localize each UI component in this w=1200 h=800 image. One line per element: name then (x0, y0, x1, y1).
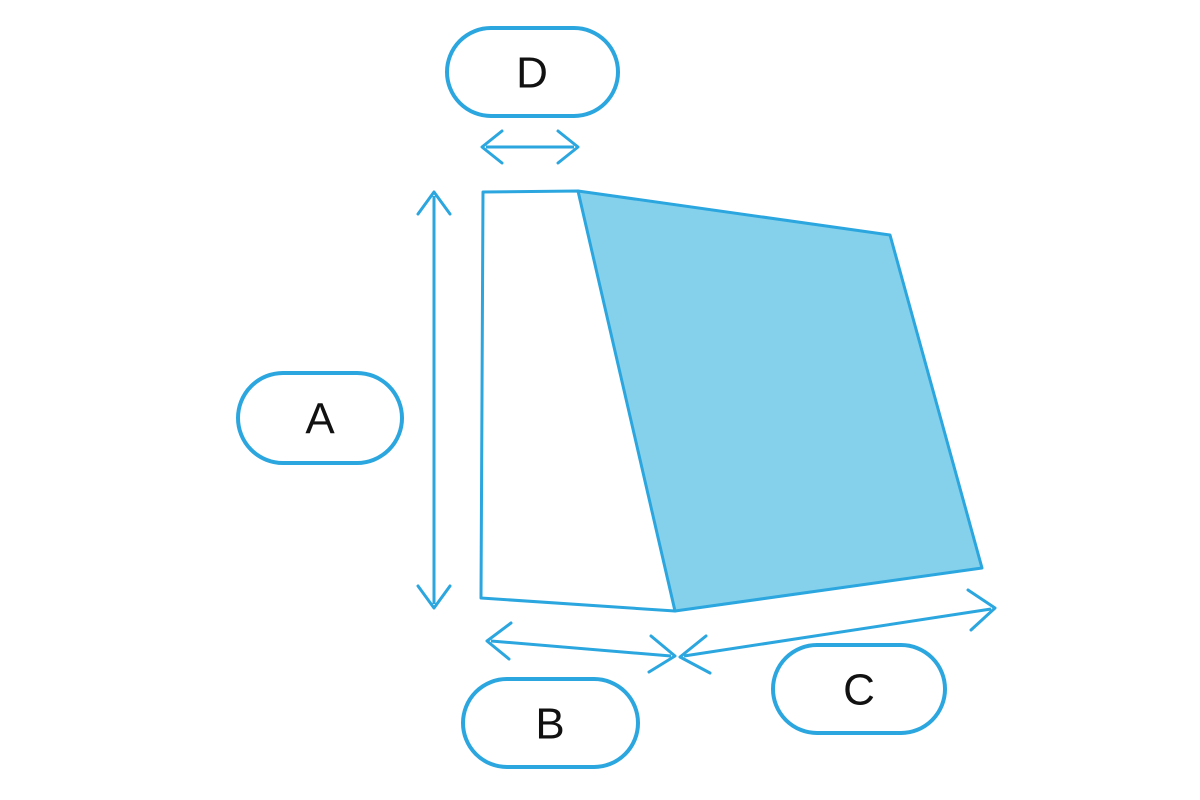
label-pill-c[interactable]: C (771, 643, 947, 735)
dimension-arrow-c-head-right (966, 588, 997, 632)
shape-white-face (481, 191, 675, 611)
dimension-arrow-a (416, 190, 452, 610)
dimension-arrow-b-shaft (490, 639, 672, 658)
shape-divider-edge (576, 189, 677, 613)
dimension-arrow-a-head-bottom (416, 584, 452, 610)
label-pill-d[interactable]: D (445, 26, 620, 118)
label-pill-c-shape[interactable] (771, 643, 947, 735)
shape-blue-face (578, 191, 982, 611)
label-pill-a-shape[interactable] (236, 371, 404, 465)
dimension-arrow-a-head-top (416, 190, 452, 216)
label-pill-a[interactable]: A (236, 371, 404, 465)
dimension-arrow-d (480, 129, 580, 165)
label-pill-c-text: C (843, 666, 875, 715)
label-pill-b[interactable]: B (461, 677, 640, 769)
label-pill-d-shape[interactable] (445, 26, 620, 118)
label-pill-d-text: D (516, 49, 548, 98)
dimension-arrow-c (678, 588, 997, 675)
dimension-arrow-c-shaft (683, 607, 992, 658)
dimension-arrow-d-head-left (480, 129, 504, 165)
dimension-arrow-b (485, 621, 677, 674)
dimension-arrow-d-head-right (556, 129, 580, 165)
dimension-arrow-b-head-right (647, 634, 677, 674)
label-pill-a-text: A (305, 395, 335, 444)
dimension-arrow-c-head-left (678, 634, 712, 675)
label-pill-b-shape[interactable] (461, 677, 640, 769)
dimension-arrow-b-head-left (485, 621, 513, 661)
label-pill-b-text: B (535, 700, 564, 749)
